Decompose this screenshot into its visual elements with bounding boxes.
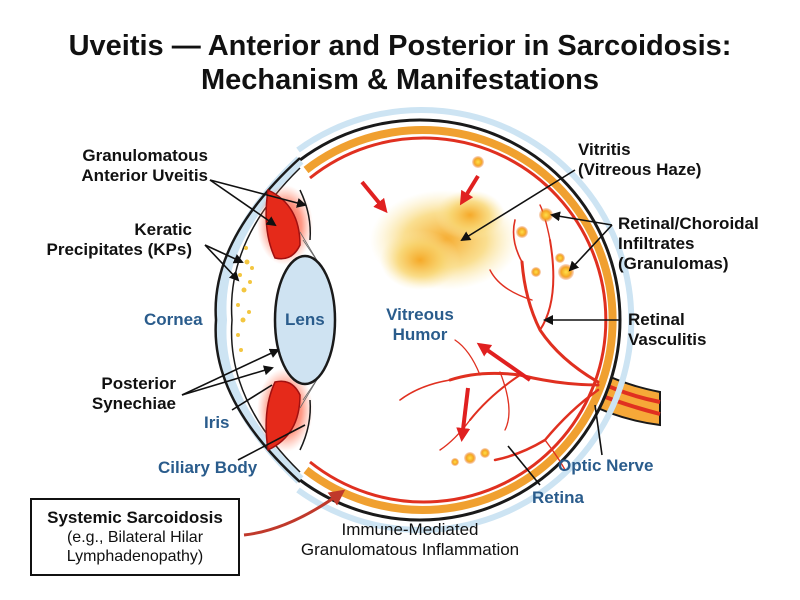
mechanism-line: Granulomatous Inflammation — [300, 540, 520, 559]
label-lens: Lens — [285, 310, 325, 329]
retinal-vessels — [399, 204, 600, 471]
label-retinal-choroidal-infiltrates: Retinal/Choroidal Infiltrates (Granuloma… — [618, 214, 759, 274]
label-keratic-precipitates: Keratic Precipitates (KPs) — [47, 220, 193, 260]
label-iris: Iris — [204, 413, 230, 432]
systemic-sarcoidosis-box: Systemic Sarcoidosis (e.g., Bilateral Hi… — [30, 498, 240, 576]
label-vitreous-humor: Vitreous Humor — [370, 305, 470, 345]
label-optic-nerve: Optic Nerve — [558, 456, 654, 475]
systemic-link-arrow — [243, 489, 346, 537]
label-line: Precipitates (KPs) — [46, 240, 193, 259]
label-line: Vitreous — [386, 305, 454, 324]
systemic-box-line-2: (e.g., Bilateral Hilar — [66, 529, 204, 546]
iris-ciliary-inflammation — [257, 185, 313, 452]
vitreous-haze — [370, 190, 520, 290]
label-retina: Retina — [532, 488, 584, 507]
label-line: Humor — [392, 325, 448, 344]
label-cornea: Cornea — [144, 310, 203, 329]
mechanism-line: Immune-Mediated — [341, 520, 479, 539]
label-line: Posterior — [101, 374, 176, 393]
keratic-precipitates-dots — [236, 246, 254, 352]
label-pointers — [181, 169, 620, 486]
granulomas — [451, 156, 574, 466]
label-line: Synechiae — [91, 394, 176, 413]
label-line: Keratic — [134, 220, 192, 239]
label-line: Infiltrates — [618, 234, 695, 253]
label-line: (Granulomas) — [618, 254, 729, 273]
systemic-box-title: Systemic Sarcoidosis — [47, 508, 223, 527]
label-line: (Vitreous Haze) — [578, 160, 702, 179]
mechanism-caption: Immune-Mediated Granulomatous Inflammati… — [270, 520, 550, 560]
diagram-title-line-1: Uveitis — Anterior and Posterior in Sarc… — [68, 30, 732, 62]
label-line: Vitritis — [578, 140, 631, 159]
label-line: Vasculitis — [628, 330, 707, 349]
label-ciliary-body: Ciliary Body — [158, 458, 258, 477]
label-posterior-synechiae: Posterior Synechiae — [92, 374, 176, 414]
label-line: Retinal — [628, 310, 685, 329]
label-line: Retinal/Choroidal — [618, 214, 759, 233]
label-vitritis: Vitritis (Vitreous Haze) — [578, 140, 701, 180]
label-line: Anterior Uveitis — [81, 166, 208, 185]
lens-shape — [273, 254, 337, 386]
label-line: Granulomatous — [82, 146, 208, 165]
label-granulomatous-anterior-uveitis: Granulomatous Anterior Uveitis — [81, 146, 208, 186]
systemic-box-line-3: Lymphadenopathy) — [66, 548, 204, 565]
label-retinal-vasculitis: Retinal Vasculitis — [628, 310, 706, 350]
diagram-title-line-2: Mechanism & Manifestations — [200, 64, 600, 96]
inflammation-arrows — [360, 174, 532, 442]
